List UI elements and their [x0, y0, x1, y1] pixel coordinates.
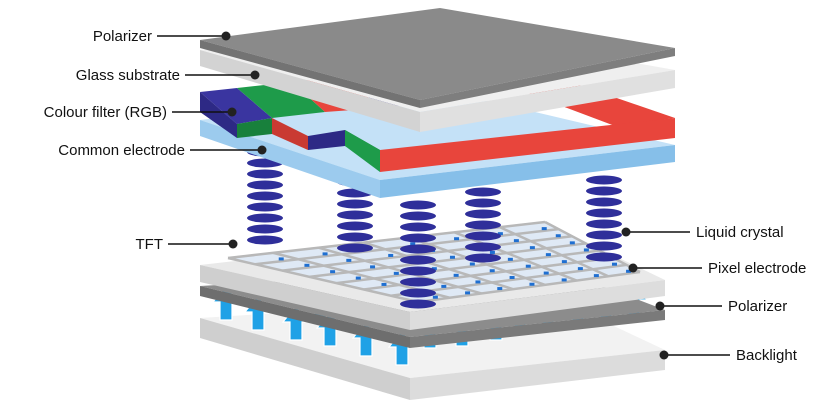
liquid-crystal-ring — [465, 187, 501, 197]
leader-lines — [157, 35, 730, 356]
liquid-crystal-ring — [586, 252, 622, 262]
liquid-crystal-ring — [586, 219, 622, 229]
tft-transistor-dot — [410, 242, 416, 246]
tft-transistor-dot — [278, 257, 284, 261]
liquid-crystal-ring — [337, 243, 373, 253]
tft-transistor-dot — [441, 284, 447, 288]
liquid-crystal-ring — [247, 224, 283, 234]
tft-transistor-dot — [304, 263, 310, 267]
tft-transistor-dot — [593, 274, 599, 278]
liquid-crystal-ring — [337, 199, 373, 209]
label-liquid-crystal: Liquid crystal — [696, 224, 784, 241]
label-backlight: Backlight — [736, 347, 798, 364]
tft-transistor-dot — [513, 239, 519, 243]
tft-transistor-dot — [497, 232, 503, 236]
tft-transistor-dot — [449, 255, 455, 259]
tft-transistor-dot — [370, 265, 376, 269]
tft-transistor-dot — [543, 271, 549, 275]
liquid-crystal-ring — [586, 208, 622, 218]
tft-transistor-dot — [577, 267, 583, 271]
tft-transistor-dot — [561, 278, 567, 282]
tft-transistor-dot — [469, 262, 475, 266]
liquid-crystal-ring — [586, 186, 622, 196]
tft-transistor-dot — [432, 295, 438, 299]
tft-transistor-dot — [525, 264, 531, 268]
liquid-crystal-ring — [400, 222, 436, 232]
tft-transistor-dot — [583, 248, 589, 252]
tft-transistor-dot — [355, 276, 361, 280]
tft-transistor-dot — [626, 269, 632, 273]
liquid-crystal-ring — [586, 197, 622, 207]
tft-transistor-dot — [489, 250, 495, 254]
tft-transistor-dot — [381, 282, 387, 286]
liquid-crystal-ring — [247, 202, 283, 212]
tft-transistor-dot — [569, 241, 575, 245]
label-pixel-electrode: Pixel electrode — [708, 260, 806, 277]
liquid-crystal-ring — [247, 169, 283, 179]
leader-dots — [221, 31, 669, 360]
polarizer-top-layer — [200, 8, 675, 108]
label-colour-filter: Colour filter (RGB) — [44, 104, 167, 121]
tft-transistor-dot — [507, 257, 513, 261]
tft-transistor-dot — [489, 269, 495, 273]
liquid-crystal-ring — [400, 233, 436, 243]
liquid-crystal-ring — [465, 231, 501, 241]
liquid-crystal-ring — [337, 221, 373, 231]
liquid-crystal-ring — [247, 213, 283, 223]
liquid-crystal-ring — [465, 253, 501, 263]
tft-transistor-dot — [453, 273, 459, 277]
liquid-crystal-ring — [247, 180, 283, 190]
tft-transistor-dot — [346, 258, 352, 262]
tft-transistor-dot — [541, 227, 547, 231]
liquid-crystal-ring — [247, 191, 283, 201]
liquid-crystal-ring — [465, 198, 501, 208]
liquid-crystal-ring — [400, 277, 436, 287]
label-tft: TFT — [136, 236, 164, 253]
tft-transistor-dot — [322, 252, 328, 256]
liquid-crystal-ring — [586, 230, 622, 240]
liquid-crystal-ring — [337, 232, 373, 242]
label-glass-substrate: Glass substrate — [76, 67, 180, 84]
label-common-electrode: Common electrode — [58, 142, 185, 159]
label-polarizer-top: Polarizer — [93, 28, 152, 45]
tft-transistor-dot — [388, 253, 394, 257]
tft-transistor-dot — [475, 280, 481, 284]
liquid-crystal-ring — [337, 210, 373, 220]
liquid-crystal-ring — [400, 266, 436, 276]
liquid-crystal-ring — [465, 242, 501, 252]
tft-transistor-dot — [497, 287, 503, 291]
common-electrode-layer — [200, 92, 675, 198]
liquid-crystal-ring — [586, 175, 622, 185]
tft-transistor-dot — [509, 275, 515, 279]
liquid-crystal-ring — [465, 209, 501, 219]
liquid-crystal-ring — [400, 255, 436, 265]
liquid-crystal-ring — [400, 211, 436, 221]
tft-transistor-dot — [330, 270, 336, 274]
tft-transistor-dot — [555, 234, 561, 238]
tft-transistor-dot — [612, 262, 618, 266]
tft-transistor-dot — [545, 253, 551, 257]
liquid-crystal-ring — [400, 288, 436, 298]
label-polarizer-bottom: Polarizer — [728, 298, 787, 315]
liquid-crystal-ring — [400, 200, 436, 210]
tft-transistor-dot — [454, 237, 460, 241]
liquid-crystal-ring — [400, 299, 436, 309]
liquid-crystal-ring — [586, 241, 622, 251]
tft-transistor-dot — [529, 246, 535, 250]
liquid-crystal-ring — [247, 235, 283, 245]
tft-transistor-dot — [561, 260, 567, 264]
liquid-crystal-ring — [400, 244, 436, 254]
tft-transistor-dot — [465, 291, 471, 295]
tft-transistor-dot — [529, 282, 535, 286]
tft-transistor-dot — [393, 271, 399, 275]
tft-transistor-dot — [431, 267, 437, 271]
liquid-crystal-ring — [465, 220, 501, 230]
